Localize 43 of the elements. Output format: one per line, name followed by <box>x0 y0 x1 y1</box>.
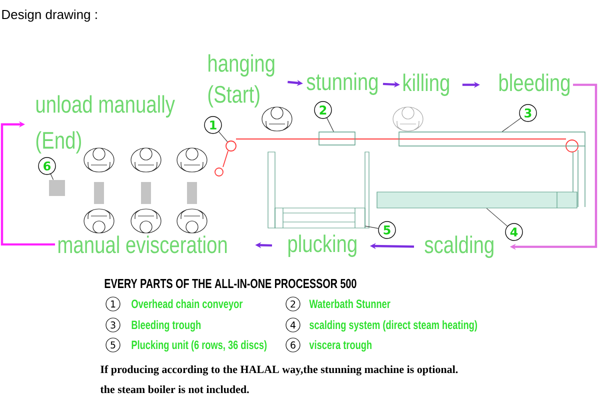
bleeding-trough <box>398 132 586 208</box>
callout-number: 5 <box>378 221 396 239</box>
list-item: Plucking unit (6 rows, 36 discs) <box>132 340 267 352</box>
callout-number: 4 <box>505 223 523 241</box>
step-label: plucking <box>288 234 356 257</box>
list-heading: EVERY PARTS OF THE ALL-IN-ONE PROCESSOR 500 <box>104 278 356 288</box>
list-item: Bleeding trough <box>132 320 201 332</box>
list-item: viscera trough <box>309 340 372 352</box>
list-item: scalding system (direct steam heating) <box>310 320 477 332</box>
step-label: unload manually (End) <box>36 95 175 154</box>
leader-line <box>486 208 508 226</box>
plucking-unit <box>268 152 370 228</box>
note: If producing according to the HALAL way,the stunning machine is optional. <box>100 365 458 376</box>
leader-line <box>218 131 228 142</box>
title: Design drawing : <box>2 10 97 22</box>
step-label: scalding <box>424 236 494 258</box>
leader-line <box>50 174 54 180</box>
leader-line <box>326 118 334 132</box>
scalding-tank <box>376 192 578 208</box>
item-number: 5 <box>106 338 120 352</box>
step-label: manual evisceration <box>58 236 227 254</box>
step-label: killing <box>403 74 449 96</box>
item-number: 3 <box>106 318 120 332</box>
arrow <box>0 121 55 246</box>
step-label: bleeding <box>499 74 570 96</box>
callout-number: 2 <box>314 101 332 119</box>
list-item: Overhead chain conveyor <box>132 299 243 310</box>
stunner-box <box>318 132 356 146</box>
note: the steam boiler is not included. <box>100 385 249 394</box>
callout-number: 1 <box>204 116 222 134</box>
item-number: 1 <box>106 296 120 312</box>
callout-number: 3 <box>519 104 537 122</box>
viscera-trough <box>49 180 65 196</box>
item-number: 6 <box>286 338 300 352</box>
item-number: 4 <box>286 318 300 332</box>
leader-line <box>365 226 379 229</box>
item-number: 2 <box>286 296 300 312</box>
callout-number: 6 <box>38 157 56 175</box>
step-label: hanging (Start) <box>208 54 274 108</box>
chain-conveyor <box>214 138 578 176</box>
leader-line <box>502 118 522 132</box>
list-item: Waterbath Stunner <box>309 299 390 308</box>
step-label: stunning <box>306 72 378 95</box>
